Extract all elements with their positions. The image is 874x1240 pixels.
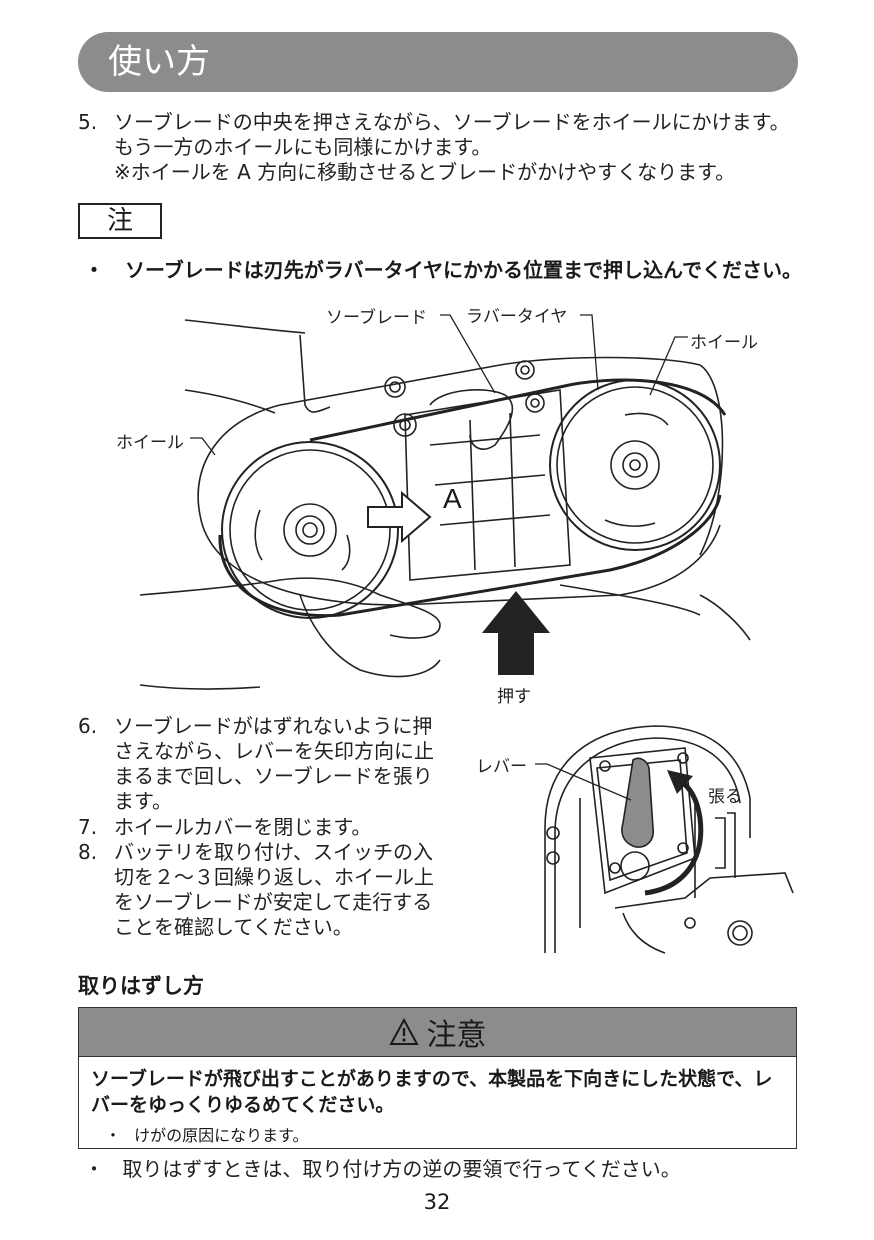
step-line: もう一方のホイールにも同様にかけます。	[114, 135, 492, 159]
step-number: 6.	[78, 714, 98, 738]
blade-installation-illustration	[140, 314, 751, 690]
bullet-marker: ・	[84, 258, 104, 282]
label-push: 押す	[497, 687, 531, 707]
step-8: 8. バッテリを取り付け、スイッチの入 切を２～３回繰り返し、ホイール上 をソー…	[78, 840, 434, 940]
removal-heading: 取りはずし方	[78, 974, 204, 998]
step-line: ソーブレードがはずれないように押	[114, 714, 433, 738]
lever-handle	[621, 757, 654, 848]
step-line: ホイールカバーを閉じます。	[114, 815, 372, 839]
label-saw-blade: ソーブレード	[326, 308, 427, 328]
step-6: 6. ソーブレードがはずれないように押 さえながら、レバーを矢印方向に止 まるま…	[78, 714, 434, 814]
caution-sub-text: けがの原因になります。	[134, 1126, 309, 1145]
step-number: 8.	[78, 840, 98, 864]
tighten-arrow	[644, 770, 704, 896]
step-line: をソーブレードが安定して走行する	[114, 890, 433, 914]
step-line: ます。	[114, 789, 172, 813]
step-5: 5. ソーブレードの中央を押さえながら、ソーブレードをホイールにかけます。 もう…	[78, 110, 808, 185]
note-item: ・ ソーブレードは刃先がラバータイヤにかかる位置まで押し込んでください。	[84, 254, 802, 283]
step-line: ソーブレードの中央を押さえながら、ソーブレードをホイールにかけます。	[114, 110, 790, 134]
note-label: 注	[78, 203, 162, 239]
step-line: バッテリを取り付け、スイッチの入	[114, 840, 433, 864]
warning-triangle-icon	[388, 1018, 419, 1045]
step-line: 切を２～３回繰り返し、ホイール上	[114, 865, 434, 889]
header-bar	[78, 32, 798, 92]
note-text: ソーブレードは刃先がラバータイヤにかかる位置まで押し込んでください。	[124, 258, 802, 282]
direction-arrow-a	[367, 490, 432, 544]
label-wheel-left: ホイール	[116, 433, 184, 453]
caution-box: 注意 ソーブレードが飛び出すことがありますので、本製品を下向きにした状態で、レバ…	[78, 1007, 797, 1149]
label-rubber-tire: ラバータイヤ	[466, 307, 568, 327]
caution-title: 注意	[426, 1018, 487, 1053]
step-line: ※ホイールを A 方向に移動させるとブレードがかけやすくなります。	[114, 160, 736, 184]
label-direction-a: A	[443, 483, 462, 514]
bullet-marker: ・	[84, 1157, 104, 1181]
caution-header: 注意	[79, 1008, 796, 1057]
removal-note-text: 取りはずすときは、取り付け方の逆の要領で行ってください。	[122, 1157, 681, 1181]
step-line: さえながら、レバーを矢印方向に止	[114, 739, 434, 763]
caution-body: ソーブレードが飛び出すことがありますので、本製品を下向きにした状態で、レバーをゆ…	[91, 1066, 786, 1146]
page-title: 使い方	[108, 42, 210, 82]
step-number: 5.	[78, 110, 98, 134]
caution-sub-item: ・ けがの原因になります。	[91, 1122, 786, 1146]
step-line: まるまで回し、ソーブレードを張り	[114, 764, 433, 788]
lever-illustration	[535, 725, 794, 954]
step-number: 7.	[78, 815, 98, 839]
removal-note: ・ 取りはずすときは、取り付け方の逆の要領で行ってください。	[84, 1157, 681, 1182]
step-line: ことを確認してください。	[114, 915, 353, 939]
label-wheel-right: ホイール	[690, 333, 758, 353]
step-7: 7. ホイールカバーを閉じます。	[78, 815, 371, 840]
label-lever: レバー	[476, 757, 527, 777]
bullet-marker: ・	[105, 1126, 122, 1145]
push-arrow	[482, 591, 550, 675]
label-tighten: 張る	[708, 787, 742, 807]
caution-main-text: ソーブレードが飛び出すことがありますので、本製品を下向きにした状態で、レバーをゆ…	[91, 1068, 773, 1116]
page-number: 32	[423, 1190, 451, 1214]
